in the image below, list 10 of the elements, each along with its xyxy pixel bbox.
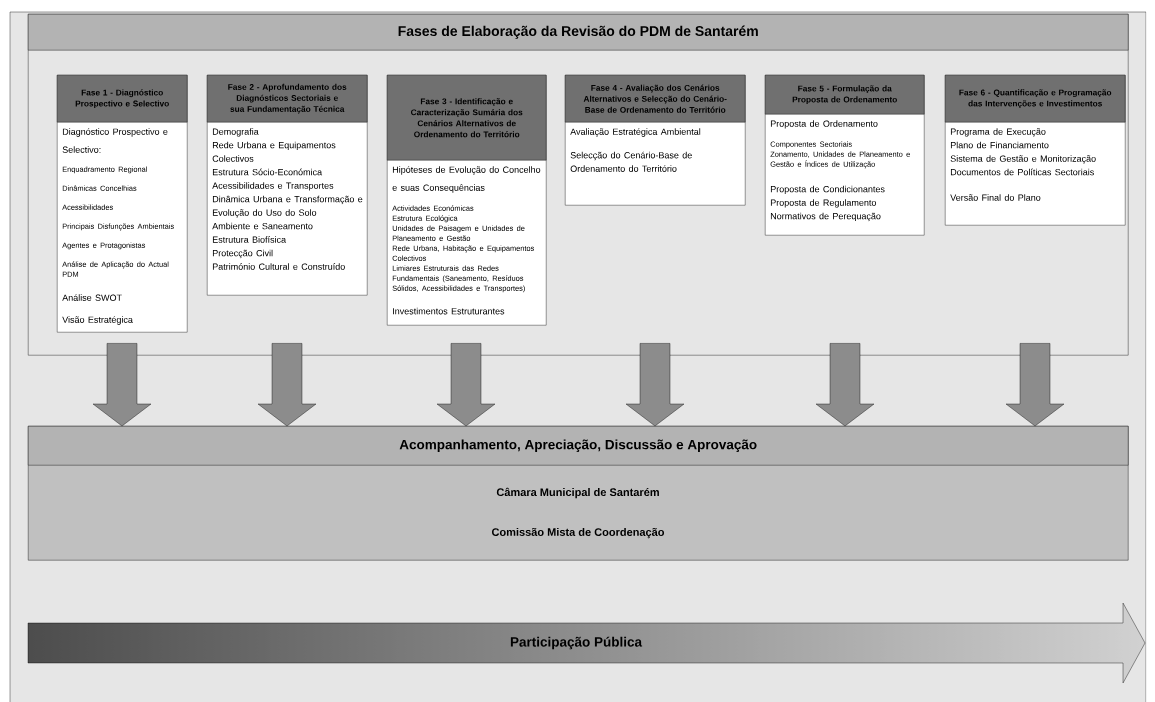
phase-card: Fase 2 - Aprofundamento dos Diagnósticos Sectoriais e sua Fundamentação Técnica Demografia Rede Urbana e Equipamentos Colectivos Estrutura Sócio-Económica Acessibilidades e Transportes Dinâmica Urbana e Transformação e Evolução do Uso do Solo Ambiente e Saneamento Estrutura Biofísica Protecção Civil Património Cultural e Construído	[207, 75, 368, 296]
block-arrow	[92, 343, 152, 427]
block-arrow	[257, 343, 317, 427]
phase-card: Fase 6 - Quantificação e Programação das Intervenções e Investimentos Programa de Execução Plano de Financiamento Sistema de Gestão e Monitorização Documentos de Políticas Sectoriais Versão Final do Plano	[945, 75, 1126, 226]
block-arrow	[625, 343, 685, 427]
phase-card: Fase 4 - Avaliação dos Cenários Alternativos e Selecção do Cenário-Base de Ordenamento do Território Avaliação Estratégica Ambiental Selecção do Cenário-Base de Ordenamento do Território	[565, 75, 746, 206]
block-arrow	[815, 343, 875, 427]
block-arrow	[436, 343, 496, 427]
approval-panel: Acompanhamento, Apreciação, Discussão e Aprovação Câmara Municipal de Santarém Comissão Mista de Coordenação	[28, 426, 1129, 561]
block-arrow	[1005, 343, 1065, 427]
